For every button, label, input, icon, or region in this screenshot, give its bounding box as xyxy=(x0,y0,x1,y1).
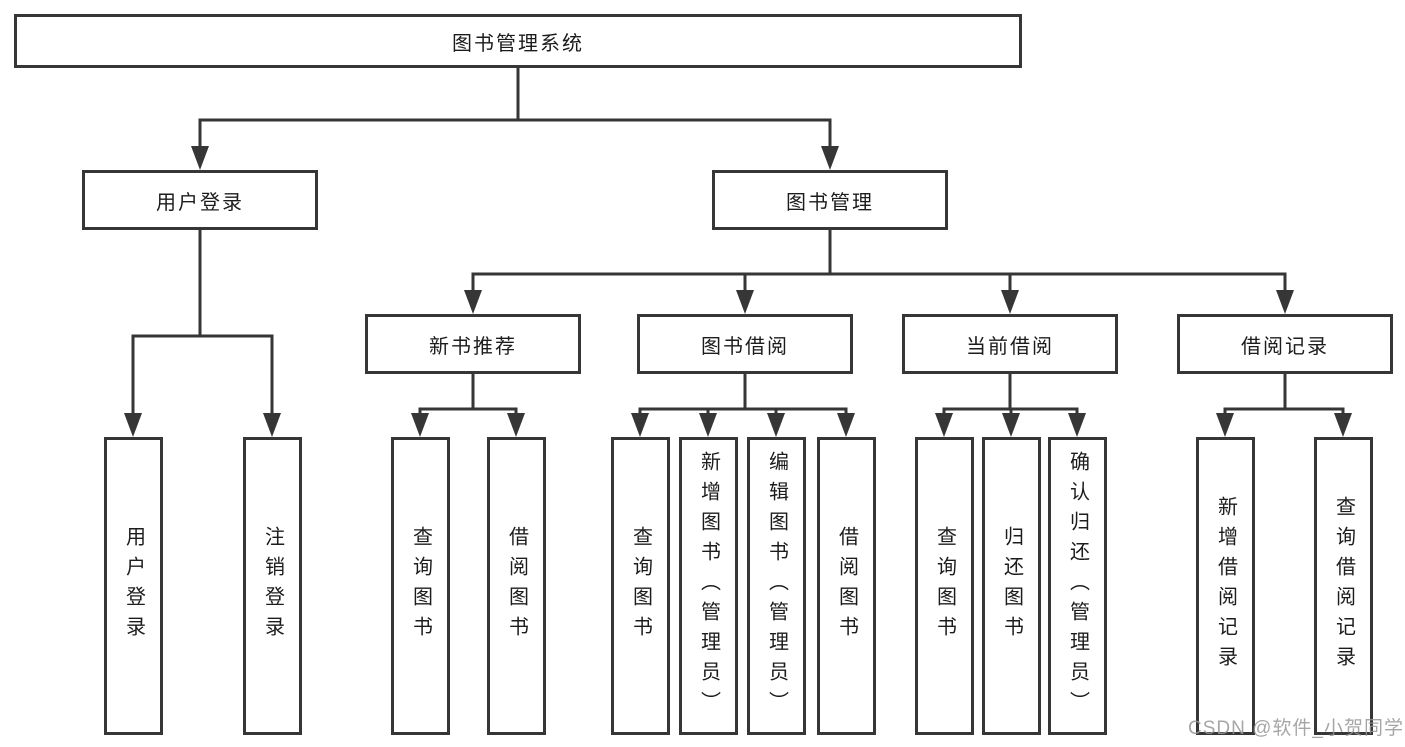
watermark: CSDN @软件_小贺同学 xyxy=(1188,718,1404,739)
node-system: 图书管理系统 xyxy=(14,14,1022,68)
node-records-add-record-label: 新增借阅记录 xyxy=(1214,496,1237,676)
node-borrow-query-book-label: 查询图书 xyxy=(629,526,652,646)
node-new-book-recommend: 新书推荐 xyxy=(365,314,581,374)
node-book-management-label: 图书管理 xyxy=(786,191,874,214)
node-borrow-borrow-book-label: 借阅图书 xyxy=(835,526,858,646)
node-current-return-book: 归还图书 xyxy=(982,437,1041,735)
node-borrow-query-book: 查询图书 xyxy=(611,437,670,735)
node-borrow-records-label: 借阅记录 xyxy=(1241,335,1329,358)
node-records-add-record: 新增借阅记录 xyxy=(1196,437,1255,735)
node-leaf-logout: 注销登录 xyxy=(243,437,302,735)
node-current-query-book-label: 查询图书 xyxy=(933,526,956,646)
node-borrow-records: 借阅记录 xyxy=(1177,314,1393,374)
node-recommend-query-book: 查询图书 xyxy=(391,437,450,735)
node-borrow-borrow-book: 借阅图书 xyxy=(817,437,876,735)
node-current-borrow-label: 当前借阅 xyxy=(966,335,1054,358)
node-recommend-query-book-label: 查询图书 xyxy=(409,526,432,646)
node-leaf-user-login: 用户登录 xyxy=(104,437,163,735)
node-recommend-borrow-book: 借阅图书 xyxy=(487,437,546,735)
node-current-confirm-return-admin: 确认归还（管理员） xyxy=(1048,437,1107,735)
node-system-label: 图书管理系统 xyxy=(452,32,584,55)
node-leaf-logout-label: 注销登录 xyxy=(261,526,284,646)
connector-paths xyxy=(131,68,1345,420)
node-borrow-add-book-admin-label: 新增图书（管理员） xyxy=(697,451,720,721)
node-user-login: 用户登录 xyxy=(82,170,318,230)
node-borrow-edit-book-admin: 编辑图书（管理员） xyxy=(747,437,806,735)
node-current-query-book: 查询图书 xyxy=(915,437,974,735)
node-records-query-record: 查询借阅记录 xyxy=(1314,437,1373,735)
node-book-borrow-label: 图书借阅 xyxy=(701,335,789,358)
node-current-borrow: 当前借阅 xyxy=(902,314,1118,374)
arrowheads xyxy=(124,146,1352,437)
node-new-book-recommend-label: 新书推荐 xyxy=(429,335,517,358)
node-borrow-add-book-admin: 新增图书（管理员） xyxy=(679,437,738,735)
node-leaf-user-login-label: 用户登录 xyxy=(122,526,145,646)
node-current-confirm-return-admin-label: 确认归还（管理员） xyxy=(1066,451,1089,721)
node-current-return-book-label: 归还图书 xyxy=(1000,526,1023,646)
node-borrow-edit-book-admin-label: 编辑图书（管理员） xyxy=(765,451,788,721)
node-recommend-borrow-book-label: 借阅图书 xyxy=(505,526,528,646)
node-user-login-label: 用户登录 xyxy=(156,191,244,214)
node-book-borrow: 图书借阅 xyxy=(637,314,853,374)
node-book-management: 图书管理 xyxy=(712,170,948,230)
node-records-query-record-label: 查询借阅记录 xyxy=(1332,496,1355,676)
